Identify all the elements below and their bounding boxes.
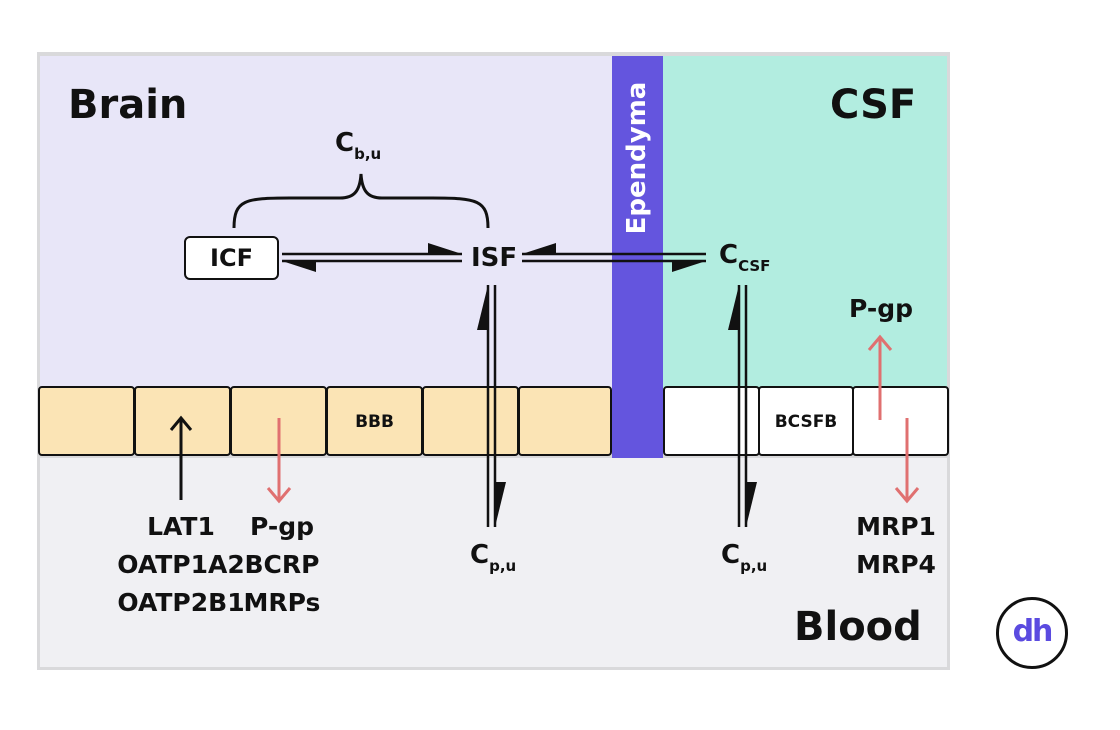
bcsfb-cell <box>852 386 949 456</box>
transporter-item: MRP1 <box>856 512 936 541</box>
bcsfb-cell <box>663 386 760 456</box>
blood-efflux-transporters: MRP1 MRP4 <box>846 508 946 584</box>
transporter-item: BCRP <box>244 550 320 579</box>
ependyma-region <box>612 56 663 458</box>
transporter-item: OATP2B1 <box>117 588 245 617</box>
cbu-brace <box>232 173 490 229</box>
csf-efflux-arrow <box>867 334 893 420</box>
icf-isf-equilibrium-arrow <box>282 243 462 272</box>
icf-box: ICF <box>184 236 279 280</box>
ccsf-label: CCSF <box>719 240 771 275</box>
isf-label: ISF <box>471 243 518 273</box>
blood-region <box>40 458 947 667</box>
blood-efflux-arrow <box>894 418 920 504</box>
transporter-item: MRP4 <box>856 550 936 579</box>
brain-region <box>40 56 612 389</box>
csf-title: CSF <box>830 82 917 128</box>
transporter-item: MRPs <box>243 588 321 617</box>
transporter-item: OATP1A2 <box>117 550 245 579</box>
cbu-label: Cb,u <box>335 128 382 163</box>
bbb-label: BBB <box>355 412 394 432</box>
bbb-efflux-arrow <box>266 418 292 504</box>
csf-plasma-equilibrium-arrow <box>728 285 757 527</box>
influx-transporters: LAT1 OATP1A2 OATP2B1 <box>86 508 276 622</box>
csf-region <box>663 56 947 389</box>
influx-arrow <box>169 415 193 500</box>
isf-csf-equilibrium-arrow <box>522 243 706 272</box>
cpu-brain-label: Cp,u <box>470 540 517 575</box>
transporter-item: P-gp <box>249 512 315 541</box>
bbb-cell <box>38 386 135 456</box>
dh-logo: dh <box>996 597 1068 669</box>
bbb-efflux-transporters: P-gp BCRP MRPs <box>232 508 332 622</box>
blood-title: Blood <box>794 604 922 650</box>
bbb-cell <box>518 386 612 456</box>
isf-plasma-equilibrium-arrow <box>477 285 506 527</box>
cpu-csf-label: Cp,u <box>721 540 768 575</box>
csf-efflux-transporter: P-gp <box>848 294 914 323</box>
brain-title: Brain <box>68 82 188 128</box>
bbb-cell <box>422 386 519 456</box>
transporter-item: LAT1 <box>147 512 215 541</box>
bbb-cell-labeled: BBB <box>326 386 423 456</box>
bcsfb-label: BCSFB <box>774 412 838 432</box>
